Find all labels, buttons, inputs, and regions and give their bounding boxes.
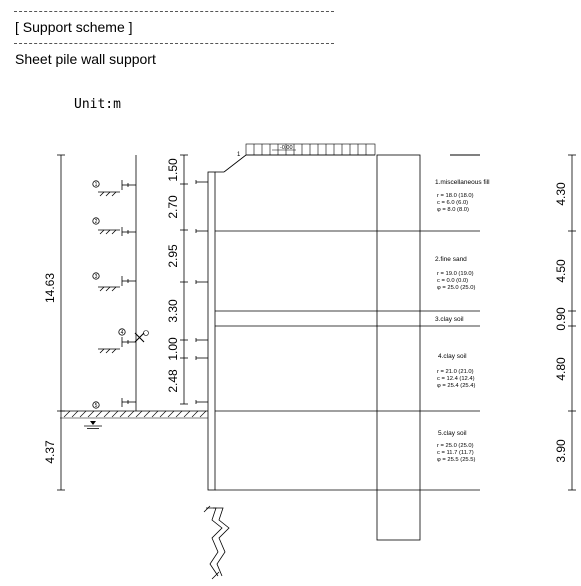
layer-param-4-r: r = 21.0 (21.0): [437, 369, 474, 375]
spacing-label-1: 1.50: [166, 158, 180, 182]
soil-layer-3: 3.clay soil: [435, 316, 464, 323]
layer-name-5: 5.clay soil: [438, 430, 467, 437]
anchor-label-2: 2: [95, 219, 98, 225]
layer-name-4: 4.clay soil: [438, 353, 467, 360]
anchor-stage-5: 5: [92, 398, 136, 409]
total-depth-dimension: 14.63 4.37: [43, 154, 65, 491]
layer-name-3: 3.clay soil: [435, 316, 464, 323]
layer-param-4-c: c = 12.4 (12.4): [437, 376, 475, 382]
layer-name-2: 2.fine sand: [435, 256, 467, 263]
layer-param-2-r: r = 19.0 (19.0): [437, 271, 474, 277]
thickness-label-4: 4.80: [554, 357, 568, 381]
header-divider: [14, 43, 334, 44]
anchor-label-3: 3: [95, 274, 98, 280]
anchor-label-5: 5: [95, 403, 98, 409]
section-title: [ Support scheme ]: [15, 19, 133, 35]
anchor-stage-4: 4: [98, 328, 149, 354]
soil-layer-1: 1.miscellaneous fill r = 18.0 (18.0) c =…: [435, 179, 490, 213]
top-divider: [14, 11, 334, 12]
water-level-icon: [84, 421, 102, 429]
surcharge-value-label: -0.00: [280, 145, 293, 151]
soil-layer-5: 5.clay soil r = 25.0 (25.0) c = 11.7 (11…: [437, 430, 475, 463]
spacing-label-3: 2.95: [166, 244, 180, 268]
layer-thickness-dimension: 4.30 4.50 0.90 4.80 3.90: [554, 154, 576, 491]
sheet-pile-wall: [195, 171, 216, 491]
anchor-stage-3: 3: [92, 272, 136, 292]
anchor-label-1: 1: [95, 182, 98, 188]
layer-param-4-phi: φ = 25.4 (25.4): [437, 383, 475, 389]
layer-param-5-c: c = 11.7 (11.7): [437, 450, 474, 456]
anchor-spacing-dimension: 1.50 2.70 2.95 3.30 1.00 2.48: [166, 154, 188, 405]
anchor-stage-1: 1: [92, 180, 136, 197]
layer-param-1-c: c = 6.0 (6.0): [437, 200, 468, 206]
layer-param-5-r: r = 25.0 (25.0): [437, 443, 474, 449]
thickness-label-1: 4.30: [554, 182, 568, 206]
surcharge-load: -0.00: [245, 143, 376, 156]
anchor-stage-2: 2: [92, 217, 136, 236]
layer-param-1-r: r = 18.0 (18.0): [437, 193, 474, 199]
soil-layer-4: 4.clay soil r = 21.0 (21.0) c = 12.4 (12…: [437, 353, 475, 389]
anchor-label-4: 4: [121, 330, 124, 336]
layer-boundaries: [215, 154, 480, 491]
soil-layer-2: 2.fine sand r = 19.0 (19.0) c = 0.0 (0.0…: [435, 256, 475, 291]
thickness-label-5: 3.90: [554, 439, 568, 463]
excavation-base-hatch: [63, 410, 207, 418]
foundation-column: [376, 154, 421, 541]
layer-param-2-phi: φ = 25.0 (25.0): [437, 285, 475, 291]
unit-label: Unit:m: [74, 97, 121, 112]
embed-depth-label: 4.37: [43, 440, 57, 464]
layer-param-5-phi: φ = 25.5 (25.5): [437, 457, 475, 463]
slope-ratio-label: 1: [237, 152, 241, 158]
sheet-pile-profile: [203, 505, 230, 580]
thickness-label-3: 0.90: [554, 307, 568, 331]
scheme-subtitle: Sheet pile wall support: [15, 51, 156, 67]
total-depth-label: 14.63: [43, 273, 57, 303]
spacing-label-4: 3.30: [166, 299, 180, 323]
spacing-label-6: 2.48: [166, 369, 180, 393]
layer-name-1: 1.miscellaneous fill: [435, 179, 490, 186]
spacing-label-2: 2.70: [166, 195, 180, 219]
layer-param-1-phi: φ = 8.0 (8.0): [437, 207, 469, 213]
layer-param-2-c: c = 0.0 (0.0): [437, 278, 468, 284]
excavation-zone: [60, 155, 208, 429]
thickness-label-2: 4.50: [554, 259, 568, 283]
spacing-label-5: 1.00: [166, 337, 180, 361]
